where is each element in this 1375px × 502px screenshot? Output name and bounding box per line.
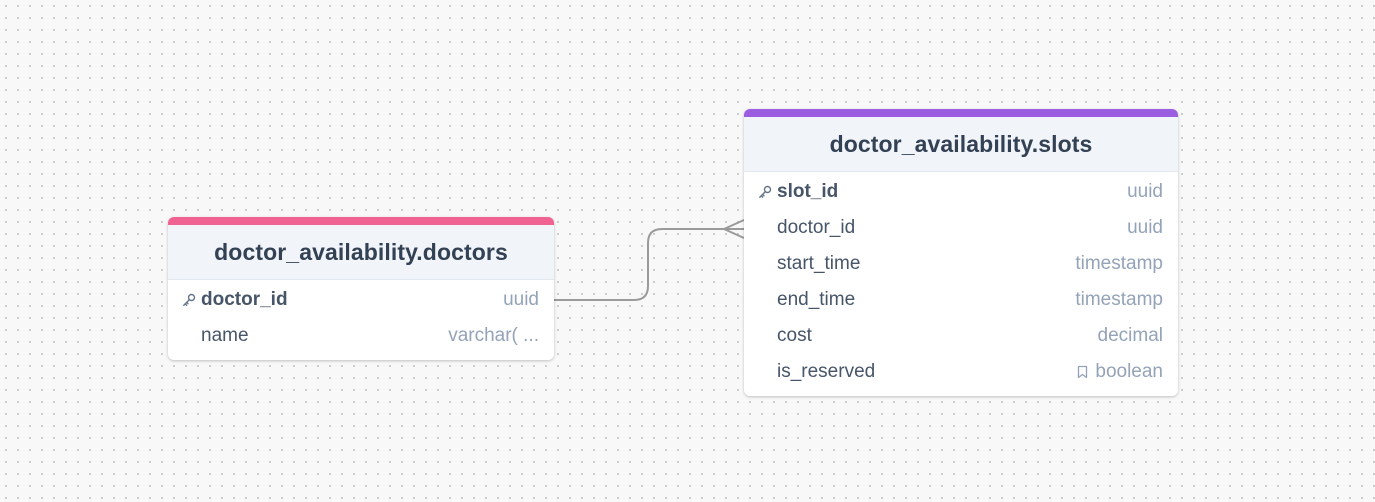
- table-accent-bar: [168, 217, 554, 225]
- table-accent-bar: [744, 109, 1178, 117]
- table-slots[interactable]: doctor_availability.slots slot_id uuid d…: [744, 109, 1178, 396]
- column-type: decimal: [1097, 325, 1163, 346]
- column-name: doctor_id: [201, 289, 288, 310]
- table-doctors[interactable]: doctor_availability.doctors doctor_id uu…: [168, 217, 554, 360]
- column-name: start_time: [777, 253, 861, 274]
- column-list: doctor_id uuid name varchar( ...: [168, 280, 554, 360]
- column-type: timestamp: [1075, 253, 1163, 274]
- key-icon: [182, 293, 201, 307]
- relationship-edge-doctors-slots[interactable]: [554, 228, 744, 301]
- column-name: slot_id: [777, 181, 839, 202]
- key-icon: [758, 185, 777, 199]
- table-title: doctor_availability.slots: [744, 117, 1178, 172]
- column-row-start-time[interactable]: start_time timestamp: [744, 246, 1178, 282]
- column-type: varchar( ...: [448, 325, 539, 346]
- column-name: end_time: [777, 289, 856, 310]
- column-row-doctor-id[interactable]: doctor_id uuid: [168, 282, 554, 318]
- column-name: cost: [777, 325, 812, 346]
- column-row-slot-id[interactable]: slot_id uuid: [744, 174, 1178, 210]
- column-type: boolean: [1095, 361, 1163, 382]
- column-row-is-reserved[interactable]: is_reserved boolean: [744, 354, 1178, 390]
- column-type-wrapper: boolean: [1076, 361, 1163, 383]
- crows-foot-icon: [723, 219, 745, 239]
- column-row-end-time[interactable]: end_time timestamp: [744, 282, 1178, 318]
- column-name: name: [201, 325, 249, 346]
- column-name: is_reserved: [777, 361, 876, 382]
- column-row-name[interactable]: name varchar( ...: [168, 318, 554, 354]
- bookmark-icon: [1078, 365, 1088, 379]
- column-type: uuid: [1127, 217, 1163, 238]
- column-row-doctor-id[interactable]: doctor_id uuid: [744, 210, 1178, 246]
- column-list: slot_id uuid doctor_id uuid start_time t…: [744, 172, 1178, 396]
- column-name: doctor_id: [777, 217, 856, 238]
- column-type: timestamp: [1075, 289, 1163, 310]
- column-row-cost[interactable]: cost decimal: [744, 318, 1178, 354]
- table-title: doctor_availability.doctors: [168, 225, 554, 280]
- column-type: uuid: [1127, 181, 1163, 202]
- column-type: uuid: [503, 289, 539, 310]
